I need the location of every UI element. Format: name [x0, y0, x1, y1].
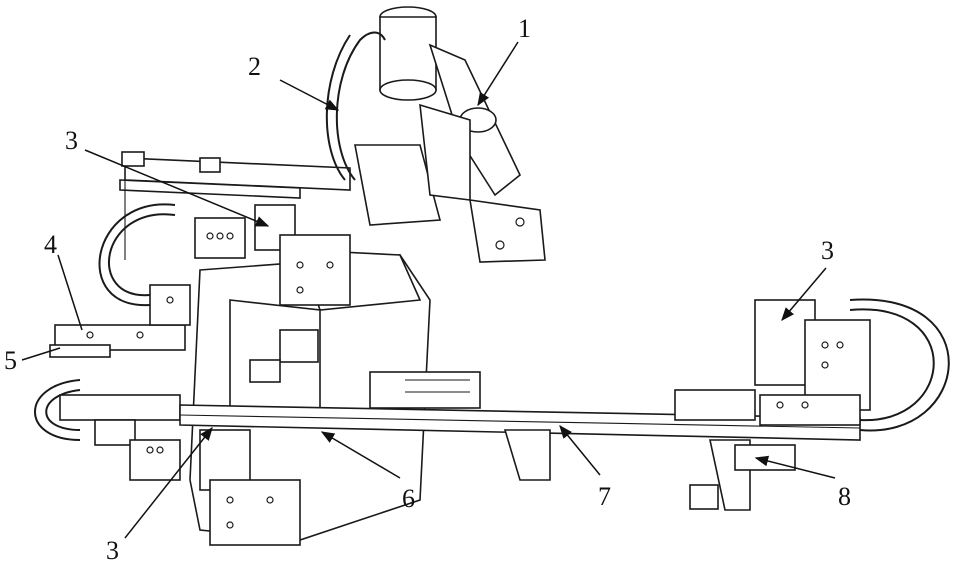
label-1: 1 [518, 16, 531, 42]
label-3-bottom: 3 [106, 538, 119, 564]
label-4: 4 [44, 232, 57, 258]
right-gripper-station [675, 300, 870, 470]
left-mounting-blocks [50, 285, 190, 445]
label-5: 5 [4, 348, 17, 374]
label-2: 2 [248, 54, 261, 80]
label-3-upper-left: 3 [65, 128, 78, 154]
label-3-right: 3 [821, 238, 834, 264]
label-8: 8 [838, 484, 851, 510]
label-6: 6 [402, 486, 415, 512]
leader-1 [478, 42, 518, 105]
label-7: 7 [598, 484, 611, 510]
leader-4 [58, 255, 82, 330]
